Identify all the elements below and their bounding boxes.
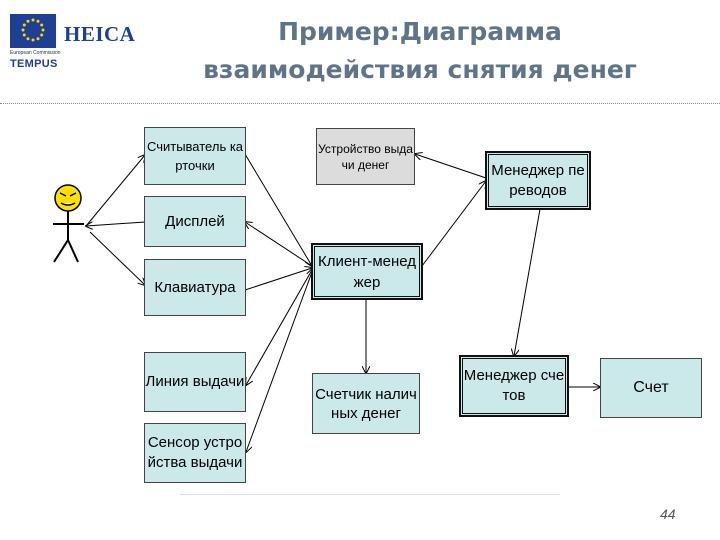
node-transfer-manager: Менеджер переводов [486, 152, 590, 209]
heica-tempus-logo: HEICA European Commission TEMPUS [8, 10, 135, 70]
slide-title-line1: Пример:Диаграмма [278, 17, 562, 46]
node-cash-counter-label: Счетчик наличных денег [315, 385, 417, 422]
node-display-label: Дисплей [165, 213, 225, 230]
arrow-keyboard-to-client-manager [244, 268, 312, 291]
node-client-manager-label: Клиент-менеджер [317, 252, 417, 291]
arrow-display-to-actor [86, 221, 146, 226]
arrow-actor-to-card-reader [85, 155, 145, 227]
node-account-manager: Менеджер счетов [460, 356, 568, 416]
logo-tempus-text: TEMPUS [10, 58, 58, 70]
node-card-reader-label: Считыватель карточки [146, 139, 244, 173]
logo-caption: European Commission [10, 50, 61, 56]
node-dispense-line: Линия выдачи [144, 352, 246, 412]
arrow-transfer-manager-to-cash-dispenser [415, 154, 487, 179]
node-transfer-manager-label: Менеджер переводов [491, 161, 585, 199]
node-card-reader: Считыватель карточки [144, 127, 246, 185]
node-cash-dispenser: Устройство выдачи денег [316, 128, 415, 185]
node-cash-counter: Счетчик наличных денег [312, 373, 420, 434]
node-account: Счет [600, 358, 702, 418]
node-display: Дисплей [144, 196, 246, 247]
node-account-label: Счет [633, 379, 669, 396]
arrow-client-manager-to-display [245, 222, 313, 267]
arrow-client-manager-to-dispense-sensor [246, 271, 313, 452]
slide-title-line2: взаимодействия снятия денег [203, 55, 637, 84]
footer-divider [180, 494, 560, 495]
arrow-client-manager-to-dispense-line [246, 269, 313, 385]
user-actor-icon [53, 184, 84, 263]
arrow-client-manager-to-transfer-manager [421, 181, 486, 267]
node-dispense-sensor-label: Сенсор устройства выдачи [147, 434, 243, 471]
node-client-manager: Клиент-менеджер [312, 244, 422, 299]
node-cash-dispenser-label: Устройство выдачи денег [318, 141, 413, 172]
title-divider [0, 103, 720, 104]
node-keyboard: Клавиатура [144, 259, 246, 316]
arrow-card-reader-to-client-manager [244, 153, 312, 266]
page-number: 44 [660, 506, 676, 522]
logo-heica-text: HEICA [64, 22, 136, 46]
node-account-manager-label: Менеджер счетов [463, 367, 565, 404]
arrow-actor-to-keyboard [89, 231, 145, 285]
node-dispense-sensor: Сенсор устройства выдачи [144, 423, 246, 483]
node-dispense-line-label: Линия выдачи [145, 373, 245, 390]
arrow-transfer-manager-to-account-manager [514, 208, 541, 356]
eu-flag-icon [10, 14, 56, 48]
node-keyboard-label: Клавиатура [154, 278, 236, 296]
